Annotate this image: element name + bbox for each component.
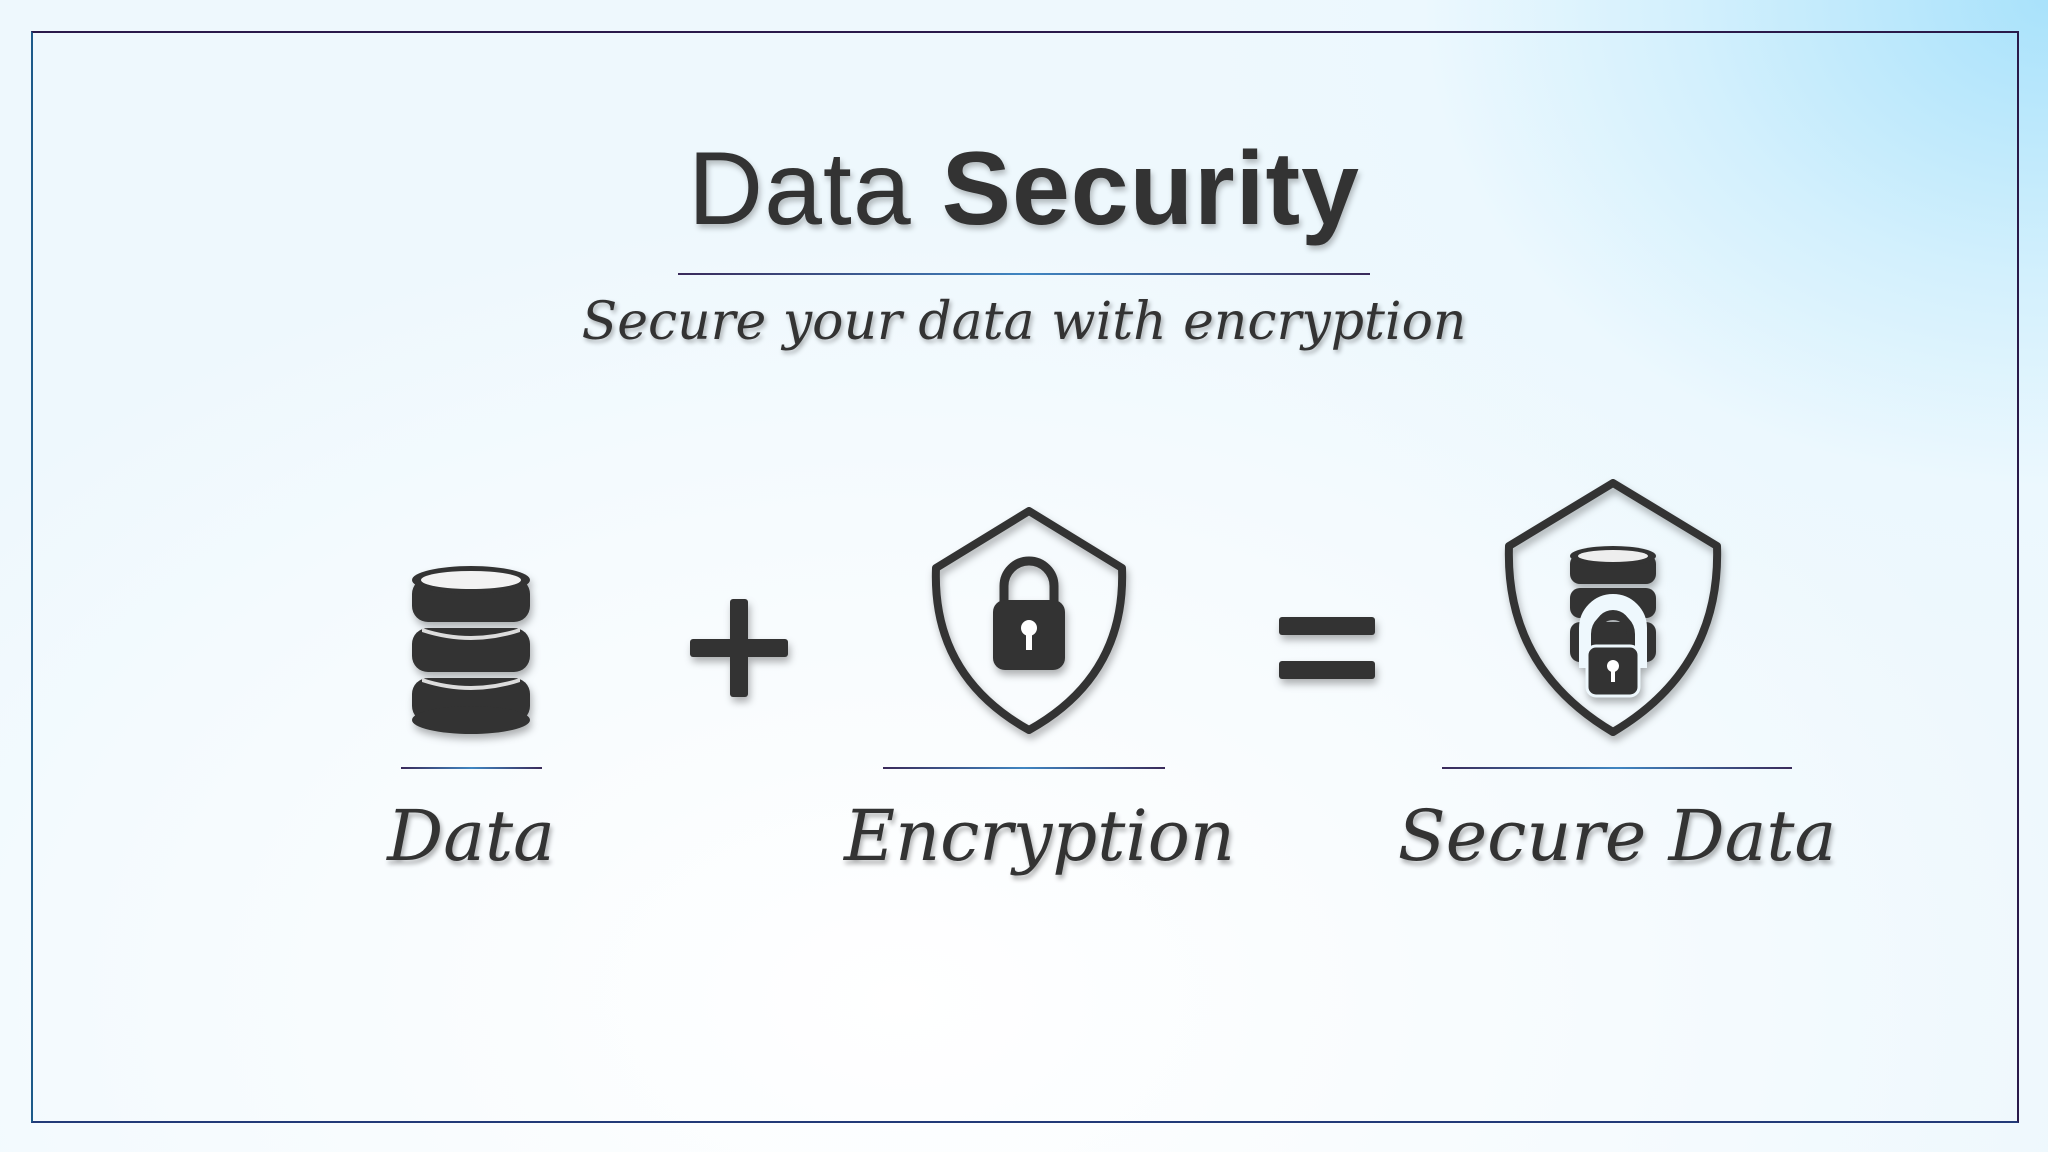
title-bold: Security xyxy=(941,131,1360,247)
title-divider xyxy=(678,273,1370,275)
shield-lock-icon xyxy=(931,507,1127,734)
encryption-underline xyxy=(883,767,1165,769)
label-secure-data: Secure Data xyxy=(1397,795,1837,877)
page-title: Data Security xyxy=(0,130,2048,249)
label-encryption: Encryption xyxy=(844,795,1235,877)
shield-database-lock-icon xyxy=(1504,479,1722,736)
data-underline xyxy=(401,767,542,769)
equals-icon xyxy=(1279,617,1375,679)
label-data: Data xyxy=(387,795,555,877)
title-light: Data xyxy=(687,131,912,247)
database-icon xyxy=(412,566,530,734)
secure-data-underline xyxy=(1442,767,1792,769)
slide-frame xyxy=(31,31,2019,1123)
subtitle: Secure your data with encryption xyxy=(581,292,1467,352)
plus-icon xyxy=(690,599,788,697)
